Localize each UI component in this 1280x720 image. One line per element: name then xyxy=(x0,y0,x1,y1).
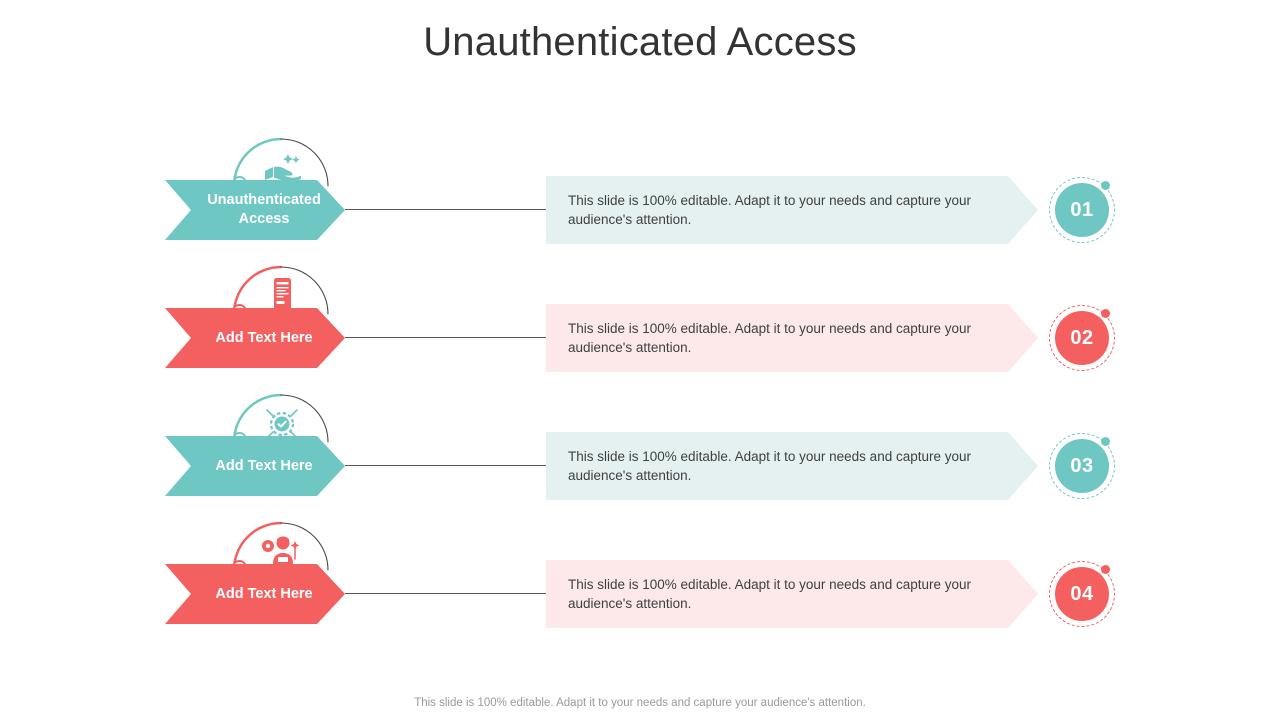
number-badge[interactable]: 04 xyxy=(1049,561,1115,627)
connector-line xyxy=(345,337,546,338)
hand-sparkle-icon xyxy=(258,148,306,188)
process-row[interactable]: Unauthenticated Access This slide is 100… xyxy=(0,130,1280,258)
badge-circle: 03 xyxy=(1055,439,1109,493)
badge-dashed-ring xyxy=(1049,433,1115,499)
label-text: Add Text Here xyxy=(215,457,313,474)
badge-accent-dot xyxy=(1101,437,1110,446)
badge-circle: 02 xyxy=(1055,311,1109,365)
body-panel[interactable]: This slide is 100% editable. Adapt it to… xyxy=(546,304,1038,372)
label-chevron[interactable]: Unauthenticated Access xyxy=(165,180,345,240)
badge-accent-dot xyxy=(1101,565,1110,574)
badge-circle: 01 xyxy=(1055,183,1109,237)
badge-dashed-ring xyxy=(1049,305,1115,371)
badge-accent-dot xyxy=(1101,309,1110,318)
badge-number: 01 xyxy=(1070,198,1094,221)
label-chevron[interactable]: Add Text Here xyxy=(165,564,345,624)
body-text: This slide is 100% editable. Adapt it to… xyxy=(568,449,971,483)
body-text: This slide is 100% editable. Adapt it to… xyxy=(568,321,971,355)
gear-check-icon xyxy=(258,404,306,444)
badge-number: 03 xyxy=(1070,454,1094,477)
mobile-document-icon xyxy=(258,276,306,316)
process-row[interactable]: Add Text Here This slide is 100% editabl… xyxy=(0,258,1280,386)
label-chevron[interactable]: Add Text Here xyxy=(165,436,345,496)
body-panel[interactable]: This slide is 100% editable. Adapt it to… xyxy=(546,176,1038,244)
body-panel[interactable]: This slide is 100% editable. Adapt it to… xyxy=(546,432,1038,500)
page-title: Unauthenticated Access xyxy=(423,20,857,64)
person-gear-icon xyxy=(258,532,306,572)
number-badge[interactable]: 01 xyxy=(1049,177,1115,243)
badge-circle: 04 xyxy=(1055,567,1109,621)
process-row[interactable]: Add Text Here This slide is 100% editabl… xyxy=(0,386,1280,514)
label-chevron[interactable]: Add Text Here xyxy=(165,308,345,368)
connector-line xyxy=(345,593,546,594)
connector-line xyxy=(345,465,546,466)
body-text: This slide is 100% editable. Adapt it to… xyxy=(568,193,971,227)
process-rows: Unauthenticated Access This slide is 100… xyxy=(0,130,1280,660)
connector-line xyxy=(345,209,546,210)
label-text: Unauthenticated Access xyxy=(207,192,321,227)
process-row[interactable]: Add Text Here This slide is 100% editabl… xyxy=(0,514,1280,642)
badge-dashed-ring xyxy=(1049,177,1115,243)
badge-number: 04 xyxy=(1070,582,1094,605)
badge-number: 02 xyxy=(1070,326,1094,349)
label-text: Add Text Here xyxy=(215,329,313,346)
badge-dashed-ring xyxy=(1049,561,1115,627)
body-text: This slide is 100% editable. Adapt it to… xyxy=(568,577,971,611)
label-text: Add Text Here xyxy=(215,585,313,602)
number-badge[interactable]: 02 xyxy=(1049,305,1115,371)
badge-accent-dot xyxy=(1101,181,1110,190)
footer-note: This slide is 100% editable. Adapt it to… xyxy=(414,697,866,709)
number-badge[interactable]: 03 xyxy=(1049,433,1115,499)
body-panel[interactable]: This slide is 100% editable. Adapt it to… xyxy=(546,560,1038,628)
